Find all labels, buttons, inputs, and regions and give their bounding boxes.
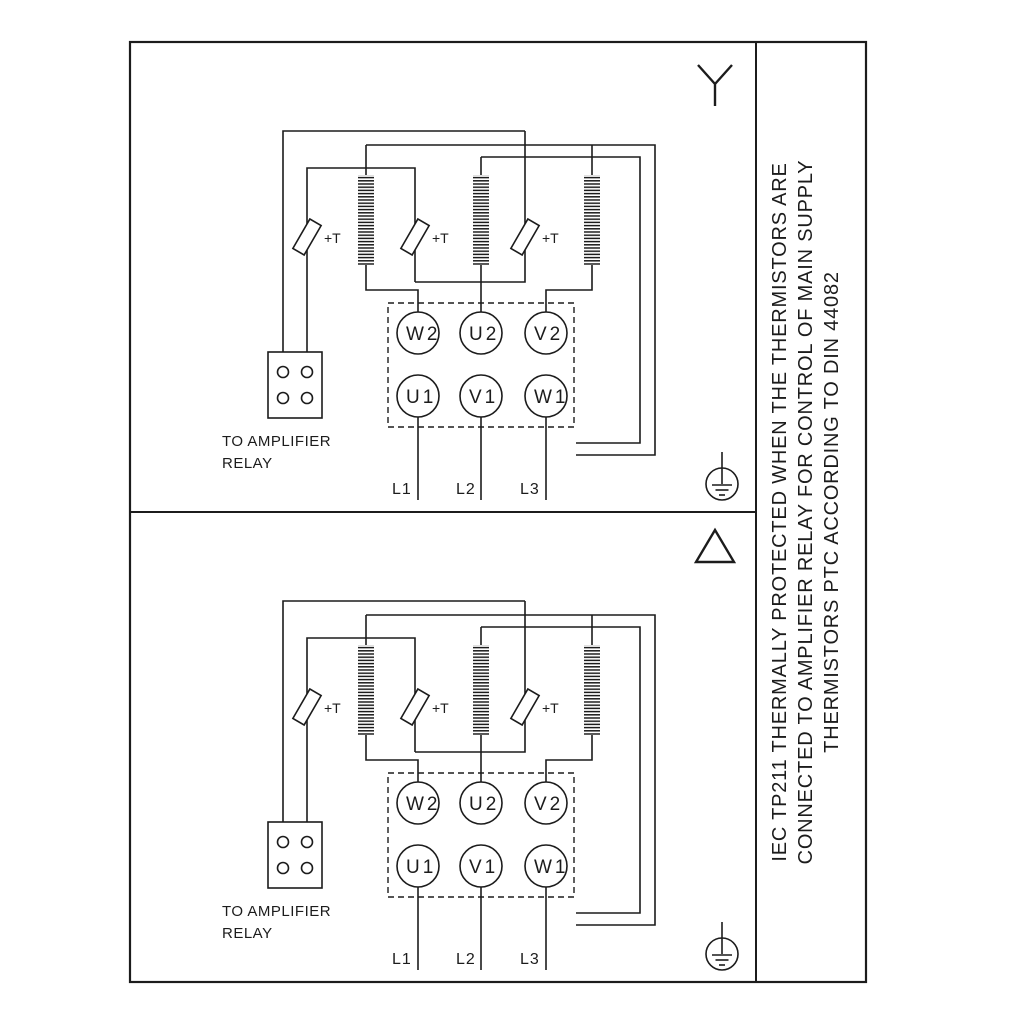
thermistor-label: +T	[432, 700, 449, 716]
winding-bar-3	[584, 175, 600, 265]
ground-icon	[705, 922, 739, 971]
terminal-label-v1: V1	[469, 387, 498, 408]
supply-line-l2: L2	[456, 481, 476, 498]
terminal-circle-w1	[524, 374, 568, 418]
supply-line-l3: L3	[520, 951, 540, 968]
terminal-label-v2: V2	[534, 324, 563, 345]
terminal-block	[387, 302, 575, 428]
terminal-circles	[396, 311, 568, 418]
terminal-label-u1: U1	[406, 857, 436, 878]
terminal-circle-u1	[396, 374, 440, 418]
thermistor-symbols	[291, 687, 541, 727]
motor-wiring	[282, 600, 656, 970]
terminal-circle-v2	[524, 781, 568, 825]
relay-caption-line1: TO AMPLIFIER	[222, 903, 331, 920]
terminal-circle-w1	[524, 844, 568, 888]
supply-line-l2: L2	[456, 951, 476, 968]
side-note-line2: CONNECTED TO AMPLIFIER RELAY FOR CONTROL…	[795, 160, 817, 865]
terminal-label-w2: W2	[406, 794, 441, 815]
panel-delta: +T +T +T W2 U2 V2 U1 V1 W1 L1 L2 L3 T	[222, 527, 739, 971]
thermistor-label: +T	[542, 230, 559, 246]
relay-caption-line1: TO AMPLIFIER	[222, 433, 331, 450]
terminal-circle-v1	[459, 844, 503, 888]
side-note-line3: THERMISTORS PTC ACCORDING TO DIN 44082	[821, 271, 843, 753]
winding-bar-1	[358, 175, 374, 265]
relay-terminal-box	[267, 351, 323, 419]
terminal-circle-u1	[396, 844, 440, 888]
terminal-circle-w2	[396, 781, 440, 825]
terminal-circle-u2	[459, 311, 503, 355]
thermistor-label: +T	[324, 700, 341, 716]
terminal-label-v1: V1	[469, 857, 498, 878]
winding-bar-1	[358, 645, 374, 735]
thermistor-label: +T	[432, 230, 449, 246]
thermistor-symbols	[291, 217, 541, 257]
side-note-line1: IEC TP211 THERMALLY PROTECTED WHEN THE T…	[769, 162, 791, 861]
supply-line-l3: L3	[520, 481, 540, 498]
terminal-circle-u2	[459, 781, 503, 825]
terminal-circle-w2	[396, 311, 440, 355]
terminal-block	[387, 772, 575, 898]
terminal-label-w1: W1	[534, 387, 569, 408]
drawing-frame	[128, 40, 868, 984]
terminal-label-w2: W2	[406, 324, 441, 345]
terminal-label-u2: U2	[469, 794, 499, 815]
terminal-label-u1: U1	[406, 387, 436, 408]
star-icon	[697, 64, 733, 106]
panel-star: +T +T +T W2 U2 V2 U1 V1 W1 L1 L2 L3 T	[222, 64, 739, 501]
thermistor-label: +T	[324, 230, 341, 246]
supply-line-l1: L1	[392, 481, 412, 498]
winding-bar-3	[584, 645, 600, 735]
ground-icon	[705, 452, 739, 501]
delta-icon	[693, 527, 737, 564]
relay-caption-line2: RELAY	[222, 455, 273, 472]
terminal-circles	[396, 781, 568, 888]
terminal-label-w1: W1	[534, 857, 569, 878]
supply-line-l1: L1	[392, 951, 412, 968]
terminal-circle-v1	[459, 374, 503, 418]
side-note: IEC TP211 THERMALLY PROTECTED WHEN THE T…	[769, 160, 843, 865]
terminal-label-u2: U2	[469, 324, 499, 345]
terminal-label-v2: V2	[534, 794, 563, 815]
relay-caption-line2: RELAY	[222, 925, 273, 942]
winding-bar-2	[473, 645, 489, 735]
relay-terminal-box	[267, 821, 323, 889]
thermistor-label: +T	[542, 700, 559, 716]
winding-bar-2	[473, 175, 489, 265]
terminal-circle-v2	[524, 311, 568, 355]
